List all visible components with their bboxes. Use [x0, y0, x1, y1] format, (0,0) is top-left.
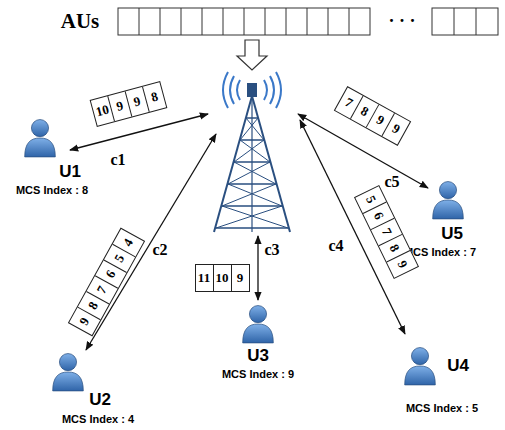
text-label: c3	[264, 241, 279, 259]
packet-number: 10	[94, 102, 111, 121]
packet-cell: 10	[213, 265, 231, 291]
text-label: c5	[384, 173, 399, 191]
hollow-arrow	[237, 40, 267, 70]
packet-number: 7	[342, 94, 355, 111]
packet-number: 11	[198, 270, 210, 286]
base-station-tower	[214, 72, 290, 232]
packet-number: 10	[216, 270, 229, 286]
packet-number: 5	[362, 193, 379, 206]
packet-number: 9	[393, 258, 410, 271]
packet-number: 8	[357, 103, 370, 120]
packet-number: 4	[119, 236, 136, 249]
packet-number: 9	[389, 121, 402, 138]
packet-number: 6	[102, 267, 119, 280]
packet-number: 8	[84, 299, 101, 312]
text-label: U1	[59, 163, 81, 182]
packet-number: 7	[93, 283, 110, 296]
ellipsis: · · ·	[388, 12, 415, 32]
packet-cell: 8	[378, 234, 409, 262]
packet-number: 5	[111, 252, 128, 265]
text-label: U3	[247, 347, 269, 366]
packet-number: 9	[131, 93, 141, 110]
packet-cell: 6	[362, 202, 393, 230]
packet-stack: 7899	[333, 86, 410, 146]
queue-label: AUs	[61, 10, 100, 33]
text-label: c4	[328, 237, 343, 255]
packet-number: 9	[373, 112, 386, 129]
packet-number: 9	[237, 270, 244, 286]
packet-cell: 11	[196, 265, 213, 291]
text-label: MCS Index : 5	[406, 402, 478, 414]
packet-stack: 10998	[89, 81, 167, 127]
text-label: c2	[152, 241, 167, 259]
text-label: MCS Index : 8	[16, 184, 88, 196]
packet-cell: 7	[335, 87, 362, 118]
packet-cell: 8	[142, 82, 166, 112]
packet-cell: 9	[386, 250, 417, 278]
packet-cell: 9	[231, 265, 249, 291]
packet-number: 9	[114, 98, 124, 115]
packet-number: 7	[377, 226, 394, 239]
packet-cell: 5	[355, 186, 386, 213]
text-label: MCS Index : 9	[222, 368, 294, 380]
text-label: c1	[110, 151, 125, 169]
text-label: MCS Index : 7	[404, 246, 476, 258]
packet-cell: 7	[370, 218, 401, 246]
text-label: U5	[441, 225, 463, 244]
packet-cell: 9	[107, 92, 131, 122]
packet-stack: 5 6 7 8 9	[353, 185, 418, 279]
text-label: U2	[89, 391, 111, 410]
packet-cell: 10	[90, 96, 113, 126]
packet-cell: 9	[124, 87, 148, 117]
packet-number: 8	[385, 242, 402, 255]
text-label: U4	[447, 357, 469, 376]
text-label: MCS Index : 4	[62, 413, 134, 425]
packet-stack: 9 8 7 6 5 4	[67, 228, 144, 337]
packet-number: 9	[76, 315, 93, 328]
user-icons	[25, 120, 464, 391]
packet-number: 6	[369, 209, 386, 222]
packet-number: 8	[149, 88, 159, 105]
packet-cell: 9	[69, 308, 100, 335]
au-queue	[118, 8, 498, 35]
packet-stack: 11 10 9	[195, 264, 250, 292]
